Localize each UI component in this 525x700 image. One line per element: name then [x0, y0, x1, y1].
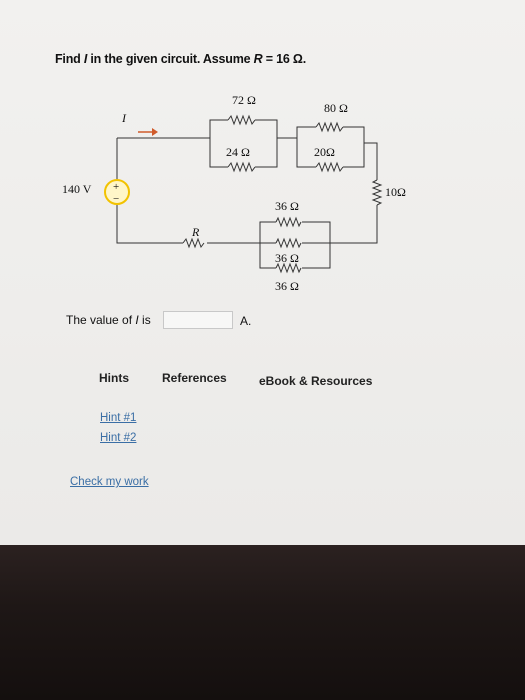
tab-ebook-resources[interactable]: eBook & Resources: [259, 374, 373, 388]
resistor-r: [182, 237, 205, 249]
wire-right-top: [364, 142, 378, 180]
voltage-source-icon: [104, 179, 130, 205]
plus-sign: +: [113, 181, 119, 193]
label-36-top: 36 Ω: [275, 199, 299, 213]
label-20: 20Ω: [314, 145, 335, 159]
minus-sign: −: [113, 193, 119, 205]
resistor-72: [227, 114, 256, 126]
label-72: 72 Ω: [232, 93, 256, 107]
wire-right-bottom: [330, 205, 378, 244]
circuit-diagram: + − 140 V I R 72 Ω 80 Ω 24 Ω 20Ω 10Ω 36 …: [62, 93, 406, 293]
resistor-36-bot: [275, 262, 302, 274]
resistor-24: [227, 161, 256, 173]
hint-2-link[interactable]: Hint #2: [100, 432, 137, 444]
wire-24-left: [209, 138, 228, 168]
label-36-mid: 36 Ω: [275, 251, 299, 265]
resistor-20: [315, 161, 344, 173]
resistor-10: [371, 179, 383, 206]
browser-screen: Find I in the given circuit. Assume R = …: [0, 0, 525, 545]
wire-20-left: [296, 138, 316, 168]
label-80: 80 Ω: [324, 101, 348, 115]
wire-36-right: [302, 221, 331, 269]
current-label: I: [121, 111, 127, 125]
wire-36-left: [259, 221, 276, 243]
source-label: 140 V: [62, 182, 92, 196]
question-text: Find I in the given circuit. Assume R = …: [55, 52, 306, 66]
answer-unit: A.: [240, 314, 252, 328]
monitor-bezel: [0, 545, 525, 700]
wire-72-left: [209, 119, 228, 138]
wire-24-right: [255, 138, 278, 168]
wire-left-bottom: [116, 204, 183, 244]
resistor-80: [315, 121, 344, 133]
wire-80-left: [296, 126, 316, 138]
resistor-r-label: R: [191, 225, 200, 239]
tab-references[interactable]: References: [162, 371, 227, 385]
resistor-36-top: [275, 216, 302, 228]
wire-36-left-bottom: [259, 243, 276, 269]
wire-20-right: [343, 143, 365, 168]
answer-label: The value of I is: [66, 313, 151, 327]
label-24: 24 Ω: [226, 145, 250, 159]
label-36-bot: 36 Ω: [275, 279, 299, 293]
tab-hints[interactable]: Hints: [99, 371, 129, 385]
arrow-head-icon: [152, 128, 158, 136]
wire-72-right: [255, 119, 278, 138]
wire-80-right: [343, 126, 365, 143]
answer-input[interactable]: [163, 311, 233, 329]
hint-1-link[interactable]: Hint #1: [100, 412, 137, 424]
resistor-36-mid: [275, 237, 302, 249]
label-10: 10Ω: [385, 185, 406, 199]
check-my-work-link[interactable]: Check my work: [70, 476, 149, 488]
